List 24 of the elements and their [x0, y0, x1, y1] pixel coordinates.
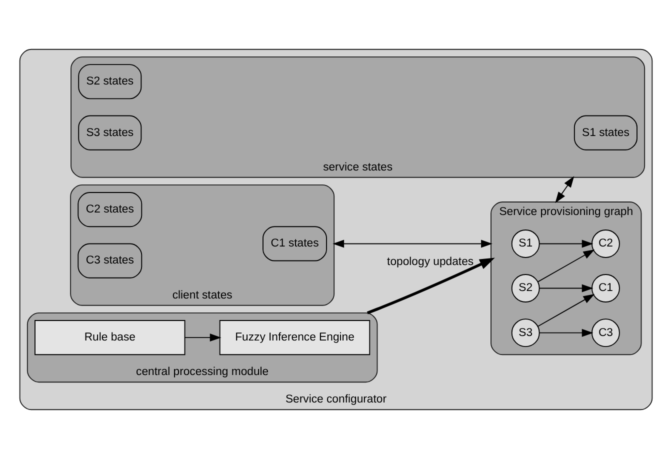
arrow	[332, 240, 492, 248]
node-circle: S1	[511, 230, 540, 258]
node-circle: C3	[592, 318, 620, 348]
node-circle: S3	[511, 318, 540, 348]
node-circle: S2	[511, 274, 540, 302]
node-box: C1 states	[262, 226, 327, 262]
edge-label: topology updates	[387, 256, 474, 268]
arrow	[366, 258, 495, 314]
node-box: C2 states	[78, 192, 142, 228]
node-circle: C1	[592, 274, 620, 302]
node-box: Fuzzy Inference Engine	[219, 320, 370, 356]
arrow	[538, 249, 595, 282]
arrow	[539, 240, 594, 248]
node-circle: C2	[592, 230, 620, 258]
node-box: S3 states	[78, 115, 142, 150]
node-box: S2 states	[78, 64, 142, 100]
arrow	[538, 294, 595, 327]
arrow	[539, 284, 594, 292]
arrow	[184, 334, 222, 342]
node-box: Rule base	[34, 320, 186, 356]
node-box: S1 states	[574, 115, 638, 150]
node-box: C3 states	[78, 243, 142, 278]
arrow	[555, 176, 574, 204]
arrow	[539, 328, 594, 337]
